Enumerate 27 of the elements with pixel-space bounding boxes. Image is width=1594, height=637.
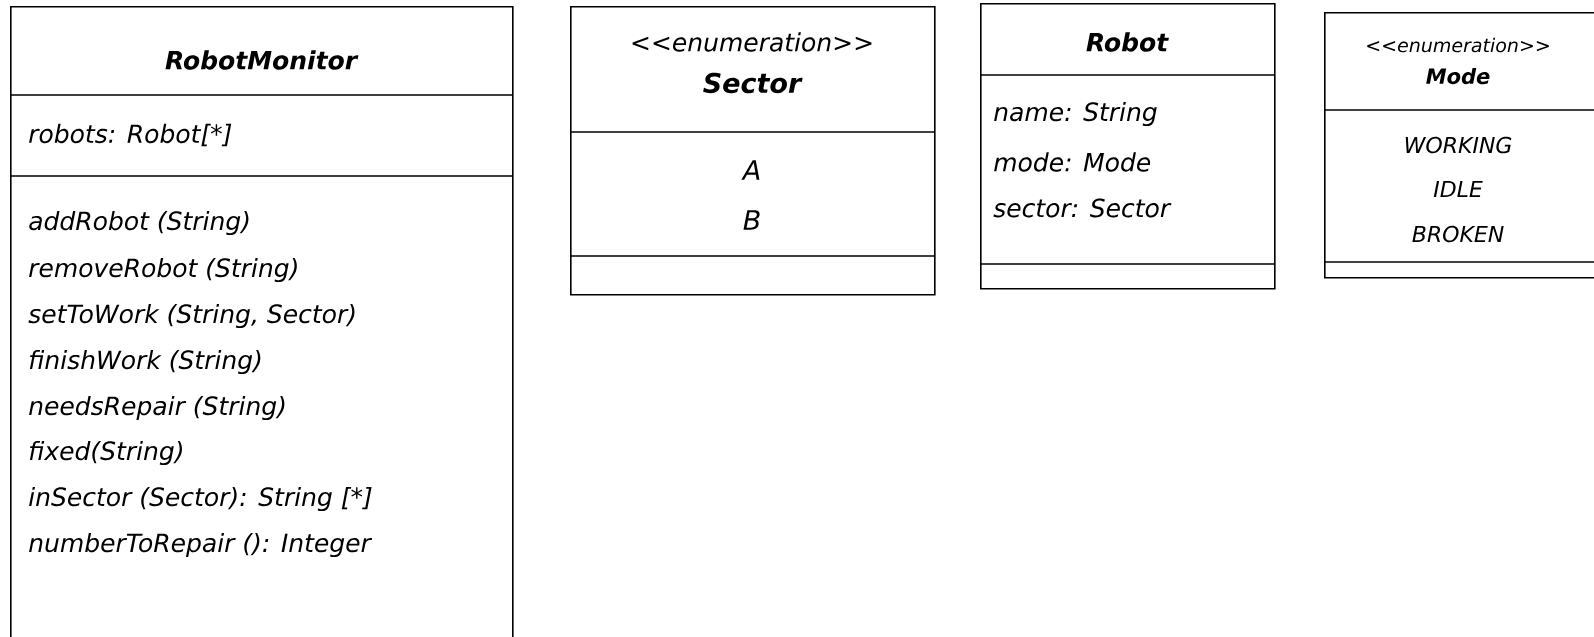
stereotype: <<enumeration>> <box>1367 37 1549 53</box>
class-name: RobotMonitor <box>165 50 359 70</box>
operation: numberToRepair (): Integer <box>29 532 373 558</box>
class-name: Sector <box>703 72 803 94</box>
attribute: mode: Mode <box>994 152 1151 172</box>
attribute: name: String <box>994 101 1157 127</box>
operation: fixed(String) <box>29 440 182 466</box>
enum-literal: IDLE <box>1433 181 1483 197</box>
stereotype: <<enumeration>> <box>632 32 872 52</box>
enum-literal: A <box>741 160 760 180</box>
operation: removeRobot (String) <box>29 257 297 283</box>
class-name: Robot <box>1086 32 1169 52</box>
class-box <box>979 3 1276 290</box>
class-box <box>9 6 514 637</box>
enum-literal: BROKEN <box>1412 225 1504 243</box>
enum-literal: B <box>743 210 760 230</box>
attribute: sector: Sector <box>993 198 1172 218</box>
class-name: Mode <box>1426 67 1490 85</box>
operation: inSector (Sector): String [*] <box>29 486 372 512</box>
operation: needsRepair (String) <box>29 395 285 421</box>
operation: finishWork (String) <box>29 349 261 375</box>
class-box <box>569 6 936 296</box>
class-box <box>1323 12 1594 279</box>
operation: setToWork (String, Sector) <box>28 303 355 329</box>
attribute: robots: Robot[*] <box>29 123 232 147</box>
enum-literal: WORKING <box>1405 136 1512 154</box>
operation: addRobot (String) <box>29 210 249 236</box>
